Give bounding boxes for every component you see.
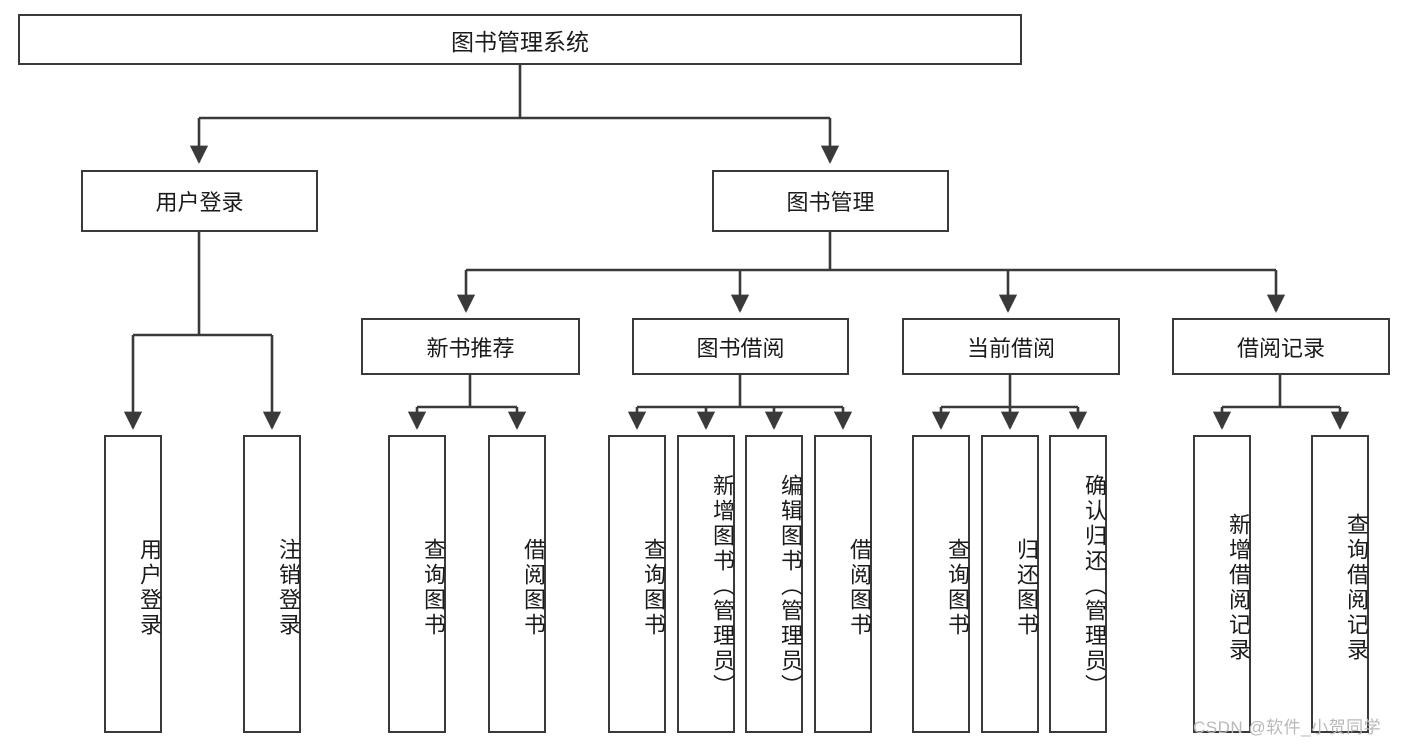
leaf-query-book-borrow[interactable]: 查询图书 <box>608 435 666 733</box>
node-root-system[interactable]: 图书管理系统 <box>18 14 1022 65</box>
node-label: 图书管理 <box>786 190 875 215</box>
node-label: 编辑图书（管理员） <box>778 473 803 699</box>
node-label: 图书借阅 <box>696 335 785 361</box>
node-label: 新增图书（管理员） <box>710 473 735 699</box>
node-label: 归还图书 <box>1014 538 1039 638</box>
leaf-borrow-book[interactable]: 借阅图书 <box>814 435 872 733</box>
node-label: 借阅图书 <box>521 538 546 638</box>
leaf-query-book-recommend[interactable]: 查询图书 <box>388 435 446 733</box>
node-label: 用户登录 <box>155 190 244 215</box>
node-label: 查询图书 <box>945 538 970 638</box>
node-label: 确认归还（管理员） <box>1082 473 1107 699</box>
node-label: 用户登录 <box>137 538 162 638</box>
node-label: 新书推荐 <box>426 335 515 361</box>
leaf-query-borrow-record[interactable]: 查询借阅记录 <box>1311 435 1369 733</box>
node-label: 注销登录 <box>276 538 301 638</box>
node-label: 查询图书 <box>421 538 446 638</box>
csdn-watermark: CSDN @软件_小贺同学 <box>1193 718 1382 737</box>
leaf-borrow-book-recommend[interactable]: 借阅图书 <box>488 435 546 733</box>
node-borrow-record[interactable]: 借阅记录 <box>1172 318 1390 375</box>
node-current-borrow[interactable]: 当前借阅 <box>902 318 1120 375</box>
leaf-logout[interactable]: 注销登录 <box>243 435 301 733</box>
node-label: 借阅记录 <box>1236 335 1325 361</box>
node-label: 当前借阅 <box>966 335 1055 361</box>
leaf-user-login[interactable]: 用户登录 <box>104 435 162 733</box>
node-user-login[interactable]: 用户登录 <box>81 170 318 232</box>
node-new-book-recommend[interactable]: 新书推荐 <box>361 318 580 375</box>
leaf-add-borrow-record[interactable]: 新增借阅记录 <box>1193 435 1251 733</box>
leaf-confirm-return-admin[interactable]: 确认归还（管理员） <box>1049 435 1107 733</box>
node-label: 查询借阅记录 <box>1344 513 1369 663</box>
node-label: 新增借阅记录 <box>1226 513 1251 663</box>
leaf-return-book[interactable]: 归还图书 <box>981 435 1039 733</box>
leaf-query-book-current[interactable]: 查询图书 <box>912 435 970 733</box>
node-label: 借阅图书 <box>847 538 872 638</box>
node-book-borrow[interactable]: 图书借阅 <box>632 318 849 375</box>
node-book-management[interactable]: 图书管理 <box>712 170 949 232</box>
node-label: 图书管理系统 <box>451 28 589 55</box>
leaf-add-book-admin[interactable]: 新增图书（管理员） <box>677 435 735 733</box>
leaf-edit-book-admin[interactable]: 编辑图书（管理员） <box>745 435 803 733</box>
node-label: 查询图书 <box>641 538 666 638</box>
